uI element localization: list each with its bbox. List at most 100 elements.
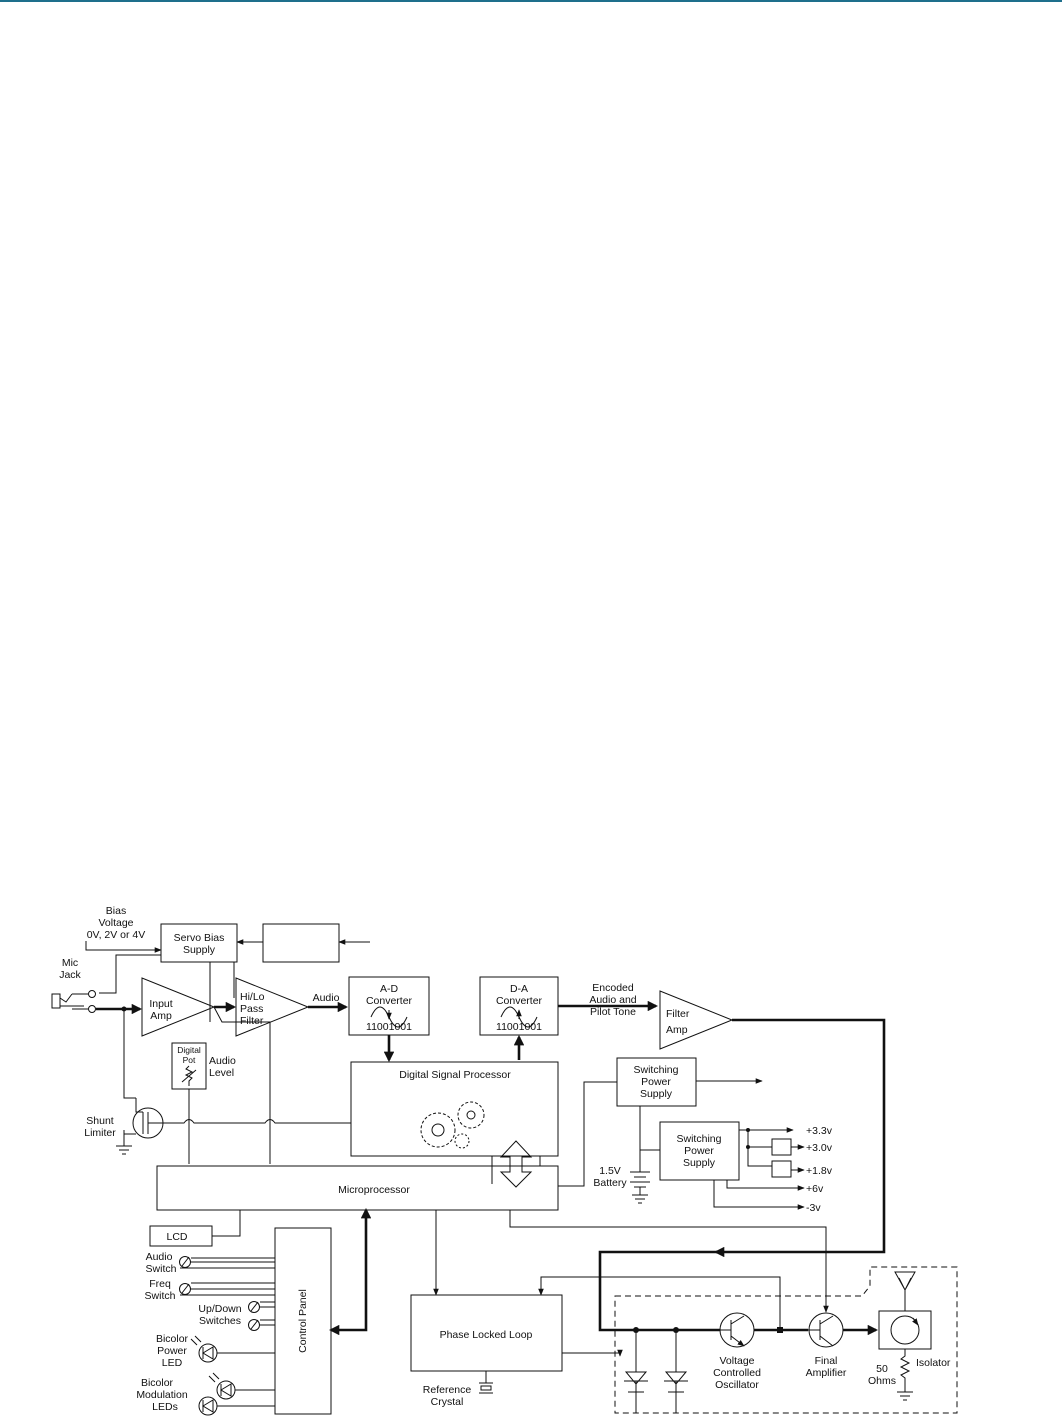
reference-crystal-icon [479,1371,493,1394]
filter-amp-block: Filter Amp [659,990,734,1050]
gears-icon [420,1101,485,1149]
final-amplifier-transistor-icon [808,1312,844,1348]
micro-control-panel-bus [328,1207,372,1336]
freq-switch-label: Freq Switch [145,1278,176,1302]
pll-block: Phase Locked Loop [410,1294,563,1372]
svg-text:Bias: Bias [106,905,126,917]
dsp-micro-bus-arrow [499,1140,533,1188]
antenna-icon [894,1271,916,1311]
svg-text:Digital Signal Processor: Digital Signal Processor [399,1069,511,1081]
filter-amp-output-wire [713,1018,886,1258]
svg-text:LCD: LCD [166,1231,187,1243]
svg-text:Oscillator: Oscillator [715,1379,759,1391]
audio-level-label: Audio Level [209,1055,236,1079]
svg-text:Amp: Amp [666,1024,688,1036]
svg-text:Jack: Jack [59,969,81,981]
svg-text:Ohms: Ohms [868,1375,896,1387]
power-rails [713,1127,805,1210]
svg-text:Switch: Switch [145,1290,176,1302]
svg-text:Amplifier: Amplifier [806,1367,847,1379]
rail-3v3: +3.3v [806,1125,833,1137]
svg-text:LEDs: LEDs [152,1401,178,1413]
fifty-ohms-label: 50 Ohms [868,1363,896,1387]
svg-text:11001001: 11001001 [366,1021,412,1033]
svg-text:Pilot Tone: Pilot Tone [590,1006,636,1018]
svg-text:Digital: Digital [177,1045,201,1055]
svg-text:Audio: Audio [209,1055,236,1067]
rf-shield-outline [614,1266,958,1414]
rail-minus-3v: -3v [806,1202,821,1214]
micro-to-sps1-wire [558,1081,617,1187]
svg-text:Bicolor: Bicolor [156,1333,189,1345]
input-amp-feedback-wire [213,1006,271,1164]
final-amplifier-label: Final Amplifier [806,1355,847,1379]
input-amp-block: Input Amp [141,977,216,1037]
svg-text:Microprocessor: Microprocessor [338,1184,410,1196]
freq-switch-icon [179,1282,275,1296]
svg-text:Voltage: Voltage [98,917,133,929]
svg-text:Converter: Converter [366,995,413,1007]
battery-label: 1.5V Battery [593,1165,627,1189]
svg-text:Reference: Reference [423,1384,472,1396]
svg-text:Supply: Supply [683,1157,716,1169]
up-down-switches-label: Up/Down Switches [198,1303,241,1327]
regulator-1v8 [771,1160,792,1178]
svg-text:Supply: Supply [640,1088,673,1100]
svg-text:Freq: Freq [149,1278,171,1290]
rail-1v8: +1.8v [806,1165,833,1177]
varactor-diodes-icon [624,1330,688,1413]
rail-3v0: +3.0v [806,1142,833,1154]
isolator-block [878,1310,932,1350]
svg-text:Filter: Filter [666,1008,690,1020]
lcd-block: LCD [149,1225,213,1247]
regulator-3v0 [771,1138,792,1156]
modulation-leds-icon [198,1372,275,1416]
svg-text:Hi/Lo: Hi/Lo [240,991,265,1003]
micro-to-lcd-wire [212,1210,241,1237]
svg-text:Switching: Switching [634,1064,679,1076]
reference-crystal-label: Reference Crystal [423,1384,472,1408]
audio-switch-icon [179,1256,275,1269]
svg-text:Power: Power [641,1076,671,1088]
svg-text:Audio: Audio [146,1251,173,1263]
control-panel-block: Control Panel [274,1227,332,1415]
switching-power-supply-1-block: Switching Power Supply [616,1057,697,1107]
mic-jack-label: Mic Jack [59,957,81,981]
header-rule [0,0,1062,2]
svg-text:11001001: 11001001 [496,1021,542,1033]
svg-text:Input: Input [149,998,172,1010]
svg-text:Up/Down: Up/Down [198,1303,241,1315]
svg-text:Controlled: Controlled [713,1367,761,1379]
mic-to-shunt-wire [123,1009,136,1099]
svg-text:1.5V: 1.5V [599,1165,621,1177]
svg-text:Shunt: Shunt [86,1115,114,1127]
potentiometer-icon [181,1065,197,1086]
modulation-loop-wire [598,1250,720,1332]
vco-output-junction [777,1327,783,1333]
svg-text:Encoded: Encoded [592,982,634,994]
svg-text:A-D: A-D [380,983,399,995]
svg-text:Pass: Pass [240,1003,263,1015]
svg-text:Voltage: Voltage [719,1355,754,1367]
power-led-label: Bicolor Power LED [156,1333,189,1369]
up-down-switches-icon [248,1301,275,1331]
svg-text:D-A: D-A [510,983,528,995]
svg-text:Crystal: Crystal [431,1396,464,1408]
servo-bias-supply-block: Servo Bias Supply [160,923,238,963]
svg-text:Audio and: Audio and [589,994,636,1006]
rail-6v: +6v [806,1183,824,1195]
svg-text:Servo Bias: Servo Bias [174,932,225,944]
svg-text:Power: Power [684,1145,714,1157]
microprocessor-block: Microprocessor [156,1165,559,1211]
svg-text:Level: Level [209,1067,234,1079]
shunt-limiter-transistor-icon [116,1098,165,1155]
servo-feed-wires [209,962,235,1022]
svg-text:Supply: Supply [183,944,216,956]
svg-text:Control Panel: Control Panel [297,1289,309,1353]
svg-text:Filter: Filter [240,1015,264,1027]
svg-text:Mic: Mic [62,957,78,969]
audio-switch-label: Audio Switch [146,1251,177,1275]
svg-text:Bicolor: Bicolor [141,1377,174,1389]
varactor-junction-1 [633,1327,639,1333]
